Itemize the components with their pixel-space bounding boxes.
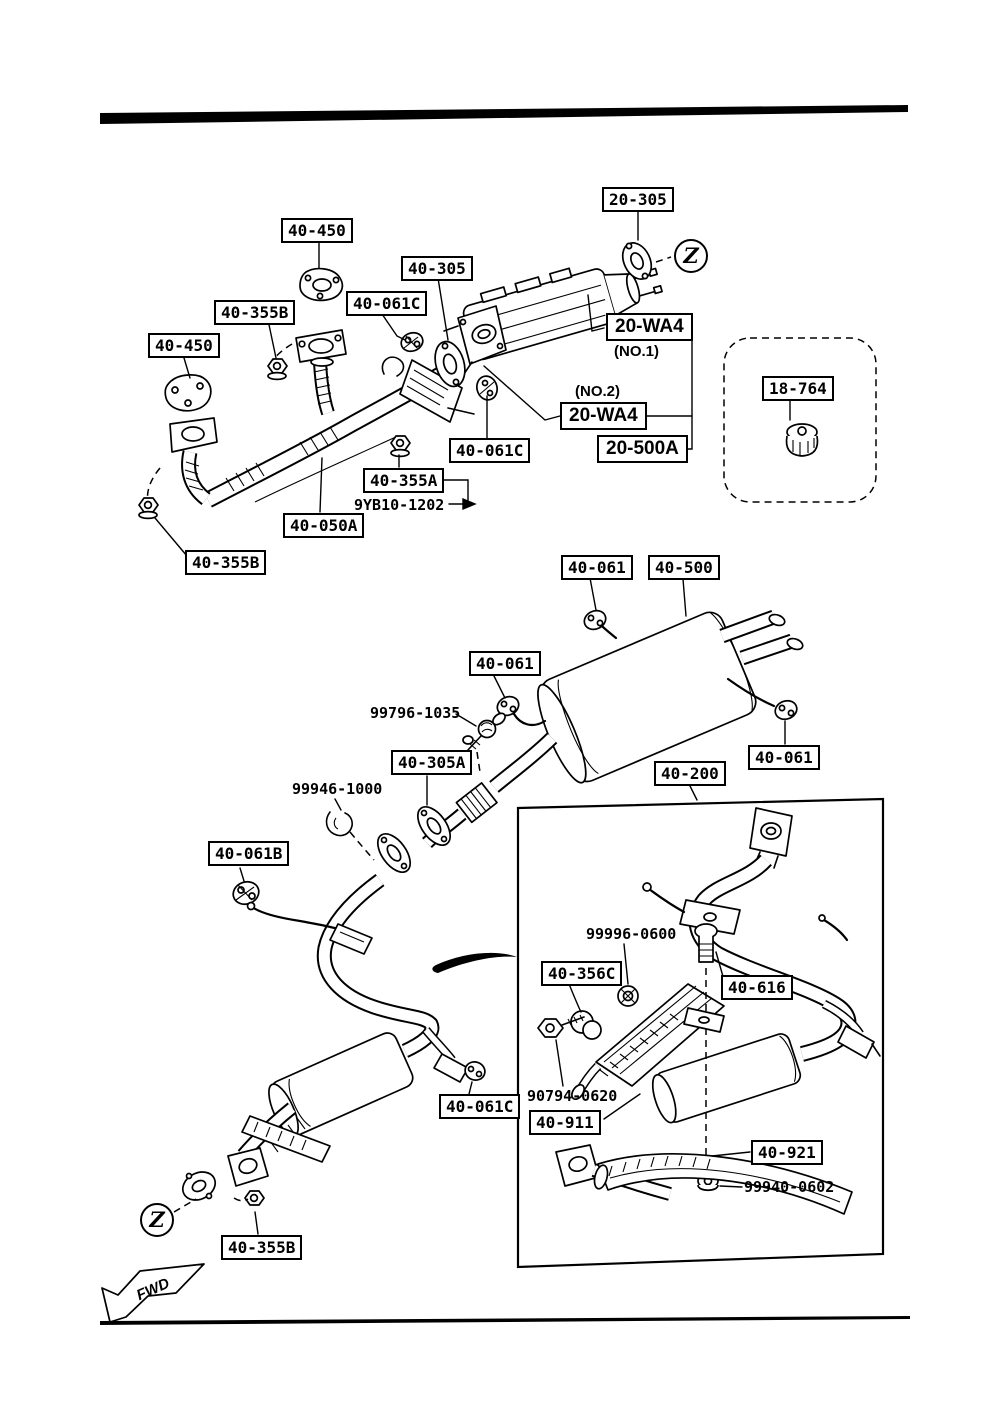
- flex-corrugations: [184, 368, 339, 492]
- fwd-arrow: [101, 1263, 205, 1323]
- front-flange-upper: [295, 329, 347, 367]
- zone-marker-z-top: Z: [674, 239, 708, 273]
- gasket-40305a-left: [376, 833, 412, 873]
- part-label-40-061-left: 40-061: [469, 651, 541, 676]
- part-label-40-355b-top: 40-355B: [214, 300, 296, 325]
- part-label-40-921: 40-921: [751, 1140, 823, 1165]
- nut-40355b-bottom: [244, 1190, 265, 1206]
- part-number-99940-0602: 99940-0602: [744, 1178, 835, 1196]
- part-label-40-355b-left: 40-355B: [185, 550, 267, 575]
- cat-inlet-flange: [443, 305, 507, 375]
- part-label-20-wa4-no2: 20-WA4: [560, 402, 647, 430]
- part-label-40-305: 40-305: [401, 256, 473, 281]
- nut-40355b-lower-left: [138, 497, 159, 520]
- spring-bolt-99796: [462, 712, 506, 773]
- part-label-20-wa4-no1: 20-WA4: [606, 313, 693, 341]
- part-label-40-450-top: 40-450: [281, 218, 353, 243]
- part-label-40-061b: 40-061B: [208, 841, 290, 866]
- part-label-40-200: 40-200: [654, 761, 726, 786]
- insulator-18764: [785, 423, 819, 457]
- part-label-40-450-left: 40-450: [148, 333, 220, 358]
- washer-99996: [617, 985, 639, 1007]
- inset-flange-top: [749, 807, 793, 869]
- gasket-20305: [621, 242, 653, 280]
- hanger-40061b: [232, 880, 260, 906]
- nut-40355a: [390, 435, 411, 458]
- part-label-40-061c-bottom: 40-061C: [439, 1094, 521, 1119]
- part-number-99796-1035: 99796-1035: [370, 704, 461, 722]
- gasket-40305a-right: [416, 806, 452, 846]
- bolt-40616: [694, 923, 718, 963]
- catalytic-converter: [434, 242, 663, 388]
- gasket-40305: [434, 340, 466, 388]
- part-label-40-050a: 40-050A: [283, 513, 365, 538]
- note-no2: (NO.2): [575, 383, 620, 400]
- page-border-rules: [100, 105, 910, 1325]
- hanger-40061-top: [583, 609, 607, 631]
- part-number-99996-0600: 99996-0600: [586, 925, 677, 943]
- middle-pipe-assembly: [181, 375, 558, 1206]
- part-label-40-500: 40-500: [648, 555, 720, 580]
- part-number-9yb10-1202: 9YB10-1202: [354, 496, 445, 514]
- part-label-40-061c-top: 40-061C: [346, 291, 428, 316]
- part-label-40-911: 40-911: [529, 1110, 601, 1135]
- hanger-40061c-top: [400, 331, 424, 353]
- part-label-40-355b-bottom: 40-355B: [221, 1235, 303, 1260]
- heat-shield-40921: [555, 1144, 853, 1215]
- front-flange-left: [164, 374, 218, 453]
- tailpipe-inset-detail: [516, 797, 885, 1269]
- mid-pipe-end-flange: [181, 1147, 269, 1201]
- gasket-40450-top: [299, 267, 344, 302]
- hanger-40061-right: [774, 699, 798, 721]
- front-heat-shield: [381, 356, 475, 423]
- zone-marker-z-bottom: Z: [140, 1203, 174, 1237]
- part-label-40-616: 40-616: [721, 975, 793, 1000]
- hanger-40061-left: [496, 695, 520, 717]
- part-number-90794-0620: 90794-0620: [527, 1087, 618, 1105]
- part-label-20-305: 20-305: [602, 187, 674, 212]
- part-label-20-500a: 20-500A: [597, 435, 688, 463]
- hanger-40061c-bottom: [464, 1061, 486, 1081]
- front-pipe-assembly: [138, 267, 475, 520]
- part-label-40-356c: 40-356C: [541, 961, 623, 986]
- dashed-relations: [146, 256, 672, 1213]
- insulator-detail-box: [723, 337, 877, 503]
- part-number-99946-1000: 99946-1000: [292, 780, 383, 798]
- note-no1: (NO.1): [614, 343, 659, 360]
- part-label-40-305a: 40-305A: [391, 750, 473, 775]
- nut-40355b-upper: [267, 358, 288, 381]
- part-label-40-061c-mid: 40-061C: [449, 438, 531, 463]
- part-label-40-355a: 40-355A: [363, 468, 445, 493]
- part-label-18-764: 18-764: [762, 376, 834, 401]
- part-label-40-061-right: 40-061: [748, 745, 820, 770]
- bush-40356c: [570, 1010, 602, 1040]
- bolt-90794: [537, 1014, 585, 1038]
- part-label-40-061-top: 40-061: [561, 555, 633, 580]
- hanger-40061c-mid: [476, 375, 498, 401]
